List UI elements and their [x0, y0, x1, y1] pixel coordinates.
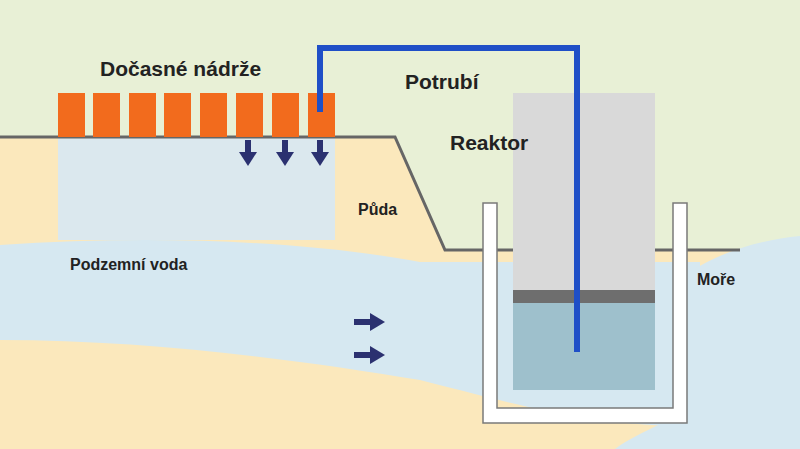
contaminated-soil: [58, 137, 335, 240]
groundwater-label: Podzemní voda: [70, 256, 187, 274]
sea-label: Moře: [697, 271, 735, 289]
leak-arrows: [239, 140, 329, 166]
edge-label: Potrubí: [405, 70, 479, 94]
pipe-connector: [320, 48, 577, 93]
tanks: [58, 93, 335, 137]
pipe-inside-tank: [317, 93, 323, 112]
node-text: Dočasné nádrže: [100, 57, 261, 81]
soil-label: Půda: [358, 201, 397, 219]
reactor-box: Reaktor: [513, 93, 655, 390]
flow-arrows: [354, 313, 385, 364]
pipe-inside-reactor: [574, 93, 580, 352]
reactor-water: [513, 303, 655, 390]
reactor-building: [513, 93, 655, 390]
reactor-band: [513, 290, 655, 303]
soil: [0, 137, 800, 449]
tank-group: Dočasné nádrže: [58, 93, 335, 137]
node-text: Reaktor: [450, 131, 528, 155]
